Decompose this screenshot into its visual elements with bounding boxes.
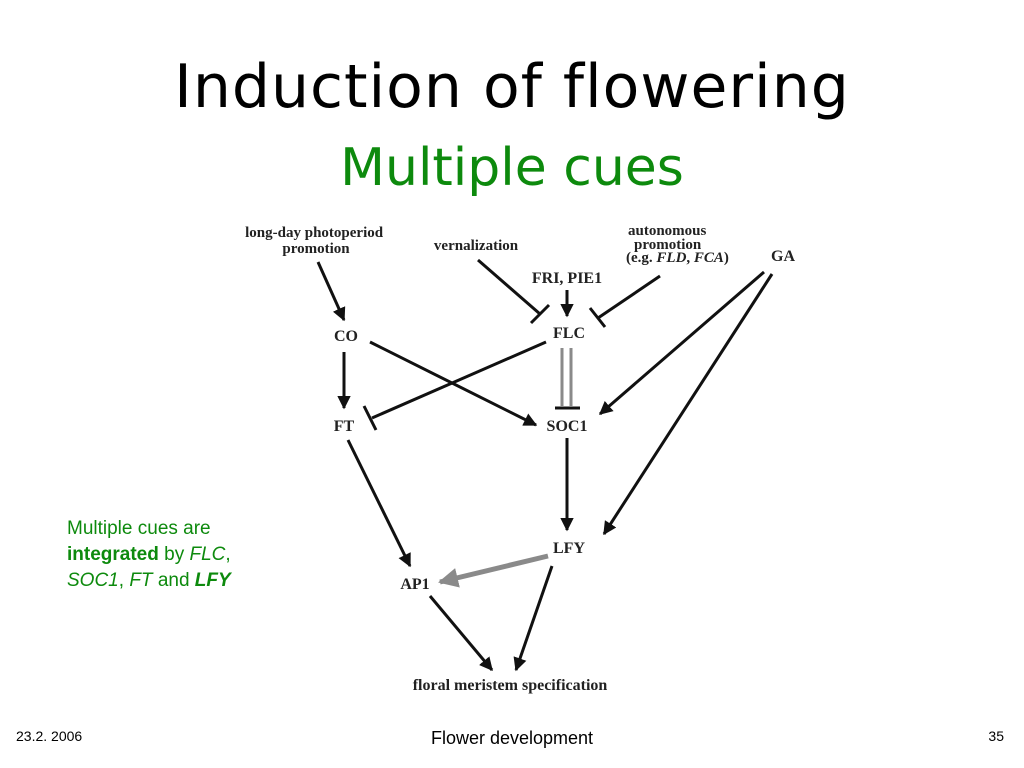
node-ft: FT	[334, 418, 355, 435]
edge-vernalization-flc	[477, 258, 541, 316]
edge-vernalization-flc-bar	[529, 303, 551, 325]
edge-lfy-ap1	[438, 553, 549, 588]
node-vernalization: vernalization	[434, 238, 519, 254]
node-flc: FLC	[553, 325, 585, 342]
slide-title: Induction of flowering	[174, 52, 850, 122]
note-flc: FLC	[189, 544, 226, 565]
edge-ga-lfy	[602, 273, 774, 536]
node-long-day-photoperiod: long-day photoperiod promotion	[245, 225, 387, 257]
edge-longday-co	[316, 261, 346, 322]
edge-flc-ft-bar	[362, 405, 378, 431]
pathway-edges	[316, 258, 774, 672]
node-floral-meristem-specification: floral meristem specification	[413, 677, 608, 694]
node-soc1: SOC1	[547, 418, 588, 435]
node-ga: GA	[771, 248, 795, 265]
node-co: CO	[334, 328, 358, 345]
note-by: by	[164, 544, 185, 565]
footer-title: Flower development	[430, 728, 594, 748]
edge-ft-ap1	[346, 439, 412, 568]
edge-lfy-floral	[513, 565, 554, 672]
edge-ga-soc1	[598, 270, 765, 416]
edge-ap1-floral	[428, 595, 494, 672]
edge-autonomous-flc	[597, 274, 661, 320]
note-ft: FT	[129, 570, 153, 591]
node-ap1: AP1	[400, 576, 429, 593]
note-soc1: SOC1	[67, 570, 119, 591]
note-integrated: integrated	[67, 544, 159, 565]
note-and: and	[157, 570, 190, 591]
edge-autonomous-flc-bar	[588, 307, 607, 328]
note-comma-2: ,	[118, 570, 125, 591]
page-number: 35	[988, 728, 1004, 744]
slide-subtitle: Multiple cues	[340, 138, 684, 198]
node-fri-pie1: FRI, PIE1	[532, 270, 602, 287]
node-lfy: LFY	[553, 540, 585, 557]
note-comma-1: ,	[225, 544, 231, 565]
integration-note: Multiple cues are integrated by FLC, SOC…	[67, 516, 307, 594]
note-lfy: LFY	[194, 570, 231, 591]
edge-flc-ft	[371, 340, 547, 420]
node-autonomous-promotion: autonomous promotion (e.g. FLD, FCA)	[626, 223, 729, 266]
note-text-1: Multiple cues are	[67, 518, 211, 539]
footer-date: 23.2. 2006	[16, 728, 83, 744]
